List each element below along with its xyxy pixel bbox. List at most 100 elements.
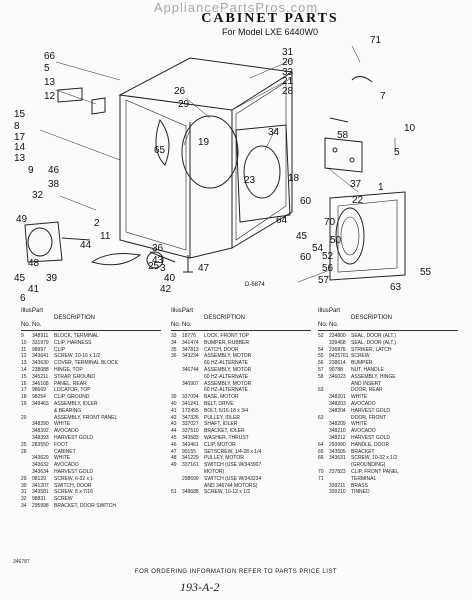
illus-no-cell — [171, 374, 182, 381]
illus-no-cell — [318, 489, 329, 496]
description-cell: CLIP, MOTOR — [204, 441, 236, 448]
illus-no-cell — [21, 469, 32, 476]
description-cell: TINNED — [351, 489, 370, 496]
description-cell: AND INSERT — [351, 380, 382, 387]
table-row: 298699 SWITCH (USE W/343234 — [171, 476, 311, 483]
part-no-cell: 347326 — [182, 414, 199, 421]
part-no-cell: 348393 — [32, 434, 49, 441]
illus-no-cell — [318, 462, 329, 469]
part-no-cell: 298699 — [182, 475, 199, 482]
description-cell: BUMPER, RUBBER — [204, 339, 250, 346]
part-no-cell: 341241 — [182, 400, 199, 407]
part-no-cell: 343583 — [182, 434, 199, 441]
callout-number: 32 — [32, 190, 44, 201]
part-no-cell: 337510 — [182, 428, 199, 435]
part-no-cell: 18776 — [182, 333, 196, 339]
description-cell: SCREW, 10-12 x 1/2 — [204, 489, 251, 496]
part-no-cell: 349463 — [32, 400, 49, 407]
description-cell: SCREW, 6-32 x 1 — [54, 475, 94, 482]
part-no-cell: 295998 — [32, 502, 49, 509]
part-no-cell: 348688 — [182, 489, 199, 496]
illus-no-cell — [21, 455, 32, 462]
illus-no-cell: 41 — [171, 407, 177, 414]
description-cell: HINGE, TOP — [54, 366, 83, 373]
callout-number: 33 — [282, 67, 294, 78]
illus-no-cell: 16 — [21, 380, 27, 387]
description-cell: BRACKET, DOOR SWITCH — [54, 502, 116, 509]
callout-number: 70 — [324, 217, 336, 228]
illus-no-cell: 32 — [21, 496, 27, 503]
description-cell: LOCK, FRONT TOP — [204, 333, 250, 339]
description-cell: 60 HZ-ALTERNATE — [204, 373, 248, 380]
part-no-cell: 9425761 — [329, 353, 349, 360]
illus-no-cell: 25 — [21, 441, 27, 448]
description-cell: CABINET — [54, 448, 76, 455]
table-row: AND 346744 MOTORS) — [171, 483, 311, 490]
part-no-cell: 339210 — [329, 489, 346, 496]
part-no-cell: 343629 — [32, 455, 49, 462]
description-cell: BRASS — [351, 482, 368, 489]
description-cell: SCREW — [351, 353, 370, 360]
illus-no-cell: 56 — [318, 360, 324, 367]
callout-number: 52 — [322, 251, 334, 262]
illus-no-cell: 15 — [21, 373, 27, 380]
callout-number: 1 — [378, 182, 384, 193]
illus-no-cell: 48 — [171, 455, 177, 462]
callout-number: 40 — [164, 273, 176, 284]
description-cell: PULLEY, MOTOR — [204, 455, 244, 462]
description-cell: ASSEMBLY, MOTOR — [204, 366, 252, 373]
callout-number: 64 — [276, 215, 288, 226]
callout-number: 42 — [160, 284, 172, 295]
description-cell: WHITE — [54, 455, 71, 462]
illus-no-cell — [318, 394, 329, 401]
illus-no-cell: 45 — [171, 434, 177, 441]
illus-no-cell — [171, 387, 182, 394]
description-cell: TERMINAL — [351, 475, 377, 482]
front-door — [329, 191, 406, 281]
description-cell: LOCATOR, TOP — [54, 387, 91, 394]
illus-no-cell: 39 — [171, 394, 177, 401]
illus-no-cell: 19 — [21, 400, 27, 407]
callout-number: 22 — [352, 195, 364, 206]
description-cell: HARVEST GOLD — [351, 407, 390, 414]
description-cell: WHITE — [54, 421, 71, 428]
illus-no-cell — [318, 483, 329, 490]
illus-no-cell: 35 — [171, 346, 177, 353]
callout-number: 2 — [94, 218, 100, 229]
part-no-cell: 343641 — [32, 353, 49, 360]
description-cell: SWITCH (USE W/343234 — [204, 475, 262, 482]
description-cell: ASSEMBLY, IDLER — [54, 400, 98, 407]
terminal-block — [57, 87, 106, 115]
description-cell: ASSEMBLY, HINGE — [351, 373, 396, 380]
callout-number: 10 — [404, 123, 416, 134]
header-description: DESCRIPTION — [54, 315, 96, 321]
description-cell: SCREW, 10-16 x 1/2 — [54, 353, 101, 360]
description-cell: AND 346744 MOTORS) — [204, 482, 258, 489]
foot-leveler — [183, 255, 193, 273]
callout-number: 31 — [282, 47, 294, 58]
illus-no-cell: 31 — [21, 489, 27, 496]
part-no-cell: 346168 — [32, 380, 49, 387]
callout-number: 23 — [244, 175, 256, 186]
description-cell: SCREW, 8 x 7/16 — [54, 489, 93, 496]
illus-no-cell: 13 — [21, 360, 27, 367]
